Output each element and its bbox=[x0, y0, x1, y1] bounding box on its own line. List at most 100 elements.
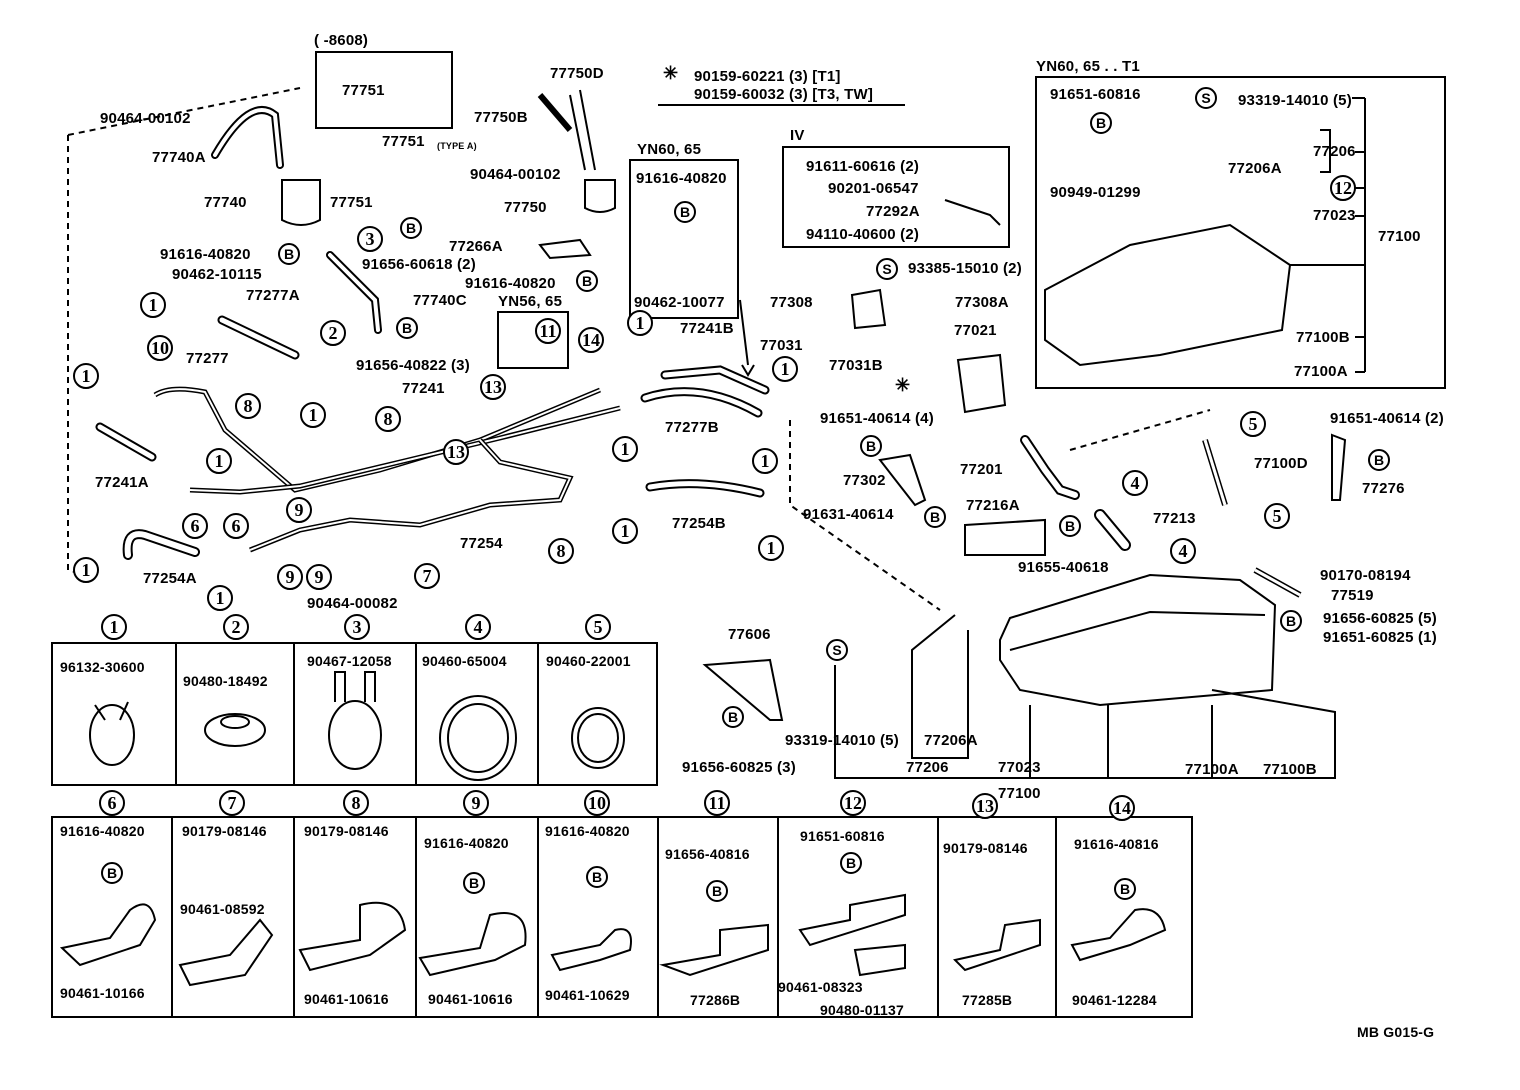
legend-number: 1 bbox=[101, 614, 127, 640]
label-77201: 77201 bbox=[960, 461, 1003, 478]
label-77100A-main: 77100A bbox=[1185, 761, 1239, 778]
legend-part-top: 91616-40816 bbox=[1074, 836, 1159, 852]
star-note-line1: 90159-60221 (3) [T1] bbox=[694, 68, 841, 85]
clamp-icon bbox=[94, 701, 129, 721]
legend-number: 13 bbox=[972, 793, 998, 819]
label-77519: 77519 bbox=[1331, 587, 1374, 604]
legend-bottom-table bbox=[51, 816, 1193, 1018]
label-91656-40822: 91656-40822 (3) bbox=[356, 357, 470, 374]
bolt-symbol: B bbox=[1090, 112, 1112, 134]
star-note-line2: 90159-60032 (3) [T3, TW] bbox=[694, 86, 874, 103]
callout-number: 1 bbox=[772, 356, 798, 382]
callout-number: 8 bbox=[375, 406, 401, 432]
label-93319-14010-main: 93319-14010 (5) bbox=[785, 732, 899, 749]
bolt-symbol: B bbox=[278, 243, 300, 265]
label-91651-40614-4: 91651-40614 (4) bbox=[820, 410, 934, 427]
callout-number: 8 bbox=[235, 393, 261, 419]
bracket-clamp-icon bbox=[1070, 908, 1167, 962]
spring-clamp-icon bbox=[328, 700, 382, 770]
hose-77750B bbox=[537, 93, 573, 132]
legend-number: 3 bbox=[344, 614, 370, 640]
hose-77750D bbox=[569, 89, 596, 171]
inset-8608-box bbox=[315, 51, 453, 129]
grommet-icon bbox=[204, 713, 266, 747]
callout-number: 1 bbox=[752, 448, 778, 474]
bracket-clamp-icon bbox=[418, 912, 527, 977]
canister-77740 bbox=[281, 179, 321, 226]
legend-part-bottom: 90461-08323 bbox=[778, 979, 863, 995]
label-77308: 77308 bbox=[770, 294, 813, 311]
label-91631-40614: 91631-40614 bbox=[803, 506, 894, 523]
screw-symbol: S bbox=[826, 639, 848, 661]
label-t1-77100B: 77100B bbox=[1296, 329, 1350, 346]
label-90464-00102-a: 90464-00102 bbox=[100, 110, 191, 127]
label-90170-08194: 90170-08194 bbox=[1320, 567, 1411, 584]
inset-yn60-65-title: YN60, 65 bbox=[637, 141, 702, 158]
legend-part-bottom: 90461-10616 bbox=[428, 991, 513, 1007]
legend-part-top: 91616-40820 bbox=[60, 823, 145, 839]
bolt-symbol: B bbox=[722, 706, 744, 728]
bracket-77292A bbox=[944, 199, 1001, 226]
label-77277: 77277 bbox=[186, 350, 229, 367]
legend-part-bottom: 90461-10629 bbox=[545, 987, 630, 1003]
legend-number: 5 bbox=[585, 614, 611, 640]
bolt-symbol: B bbox=[1280, 610, 1302, 632]
bracket-clamp-icon bbox=[298, 901, 407, 972]
label-77100-main: 77100 bbox=[998, 785, 1041, 802]
callout-number: 3 bbox=[357, 226, 383, 252]
bolt-symbol: B bbox=[400, 217, 422, 239]
bracket-77276 bbox=[1331, 433, 1347, 501]
label-77277A: 77277A bbox=[246, 287, 300, 304]
legend-part-bottom: 77286B bbox=[690, 992, 741, 1008]
label-77031B: 77031B bbox=[829, 357, 883, 374]
label-77740C: 77740C bbox=[413, 292, 467, 309]
canister-77750 bbox=[584, 179, 616, 213]
label-90464-00102-b: 90464-00102 bbox=[470, 166, 561, 183]
callout-number: 10 bbox=[147, 335, 173, 361]
callout-number: 1 bbox=[140, 292, 166, 318]
legend-number: 12 bbox=[840, 790, 866, 816]
label-90462-10077: 90462-10077 bbox=[634, 294, 725, 311]
screw-symbol: S bbox=[1195, 87, 1217, 109]
label-77302: 77302 bbox=[843, 472, 886, 489]
legend-part-top: 90179-08146 bbox=[182, 823, 267, 839]
inset-yn56-65-title: YN56, 65 bbox=[498, 293, 563, 310]
label-77750D: 77750D bbox=[550, 65, 604, 82]
legend-top-table bbox=[51, 642, 658, 786]
label-77740A: 77740A bbox=[152, 149, 206, 166]
label-90201-06547: 90201-06547 bbox=[828, 180, 919, 197]
bolt-symbol: B bbox=[463, 872, 485, 894]
legend-part-top: 90179-08146 bbox=[943, 840, 1028, 856]
legend-part-top: 91616-40820 bbox=[545, 823, 630, 839]
callout-number: 8 bbox=[548, 538, 574, 564]
callout-number: 12 bbox=[1330, 175, 1356, 201]
label-77266A: 77266A bbox=[449, 238, 503, 255]
bracket-77216A bbox=[964, 518, 1046, 556]
bolt-symbol: B bbox=[101, 862, 123, 884]
bolt-symbol: B bbox=[586, 866, 608, 888]
bracket-77308 bbox=[850, 288, 887, 330]
legend-number: 10 bbox=[584, 790, 610, 816]
label-77021: 77021 bbox=[954, 322, 997, 339]
label-91611-60616: 91611-60616 (2) bbox=[806, 158, 920, 175]
label-77216A: 77216A bbox=[966, 497, 1020, 514]
label-77241A: 77241A bbox=[95, 474, 149, 491]
bolt-symbol: B bbox=[706, 880, 728, 902]
label-77277B: 77277B bbox=[665, 419, 719, 436]
bolt-symbol: B bbox=[1059, 515, 1081, 537]
callout-number: 6 bbox=[223, 513, 249, 539]
legend-part: 90467-12058 bbox=[307, 653, 392, 669]
label-77254B: 77254B bbox=[672, 515, 726, 532]
callout-number: 9 bbox=[277, 564, 303, 590]
inset-yn56-65-box bbox=[497, 311, 569, 369]
bolt-symbol: B bbox=[1114, 878, 1136, 900]
legend-part-bottom: 90461-08592 bbox=[180, 901, 265, 917]
inset-iv-box bbox=[782, 146, 1010, 248]
label-93385-15010: 93385-15010 (2) bbox=[908, 260, 1022, 277]
label-t1-77206: 77206 bbox=[1313, 143, 1356, 160]
label-77206A-main: 77206A bbox=[924, 732, 978, 749]
callout-number: 2 bbox=[320, 320, 346, 346]
label-91616-40820-c: 91616-40820 bbox=[636, 170, 727, 187]
bolt-symbol: B bbox=[924, 506, 946, 528]
legend-part-top: 90179-08146 bbox=[304, 823, 389, 839]
